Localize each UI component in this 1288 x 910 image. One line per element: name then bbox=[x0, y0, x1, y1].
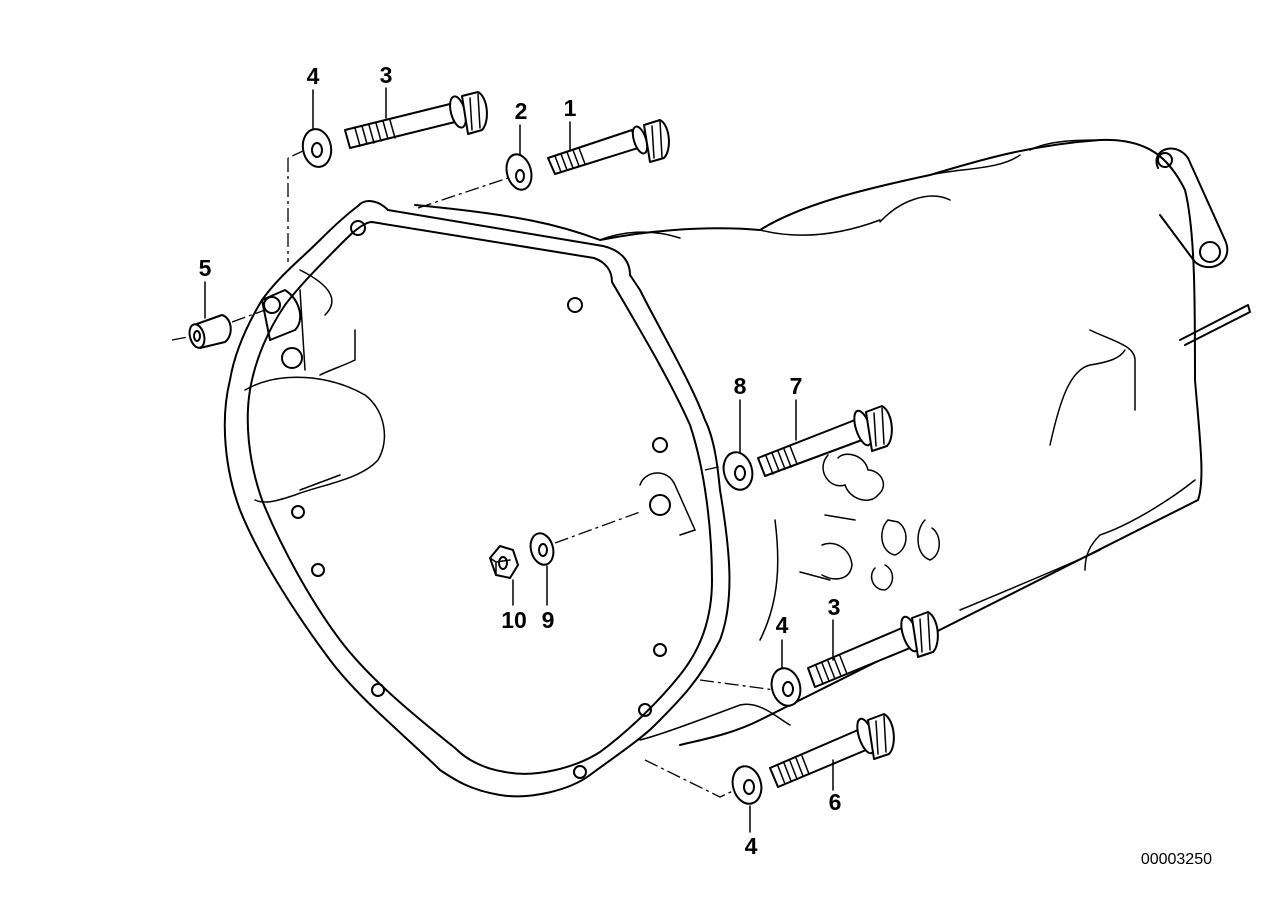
callout-numbers: 1 2 3 4 5 7 8 10 9 4 3 6 4 bbox=[199, 62, 842, 859]
callout-7: 7 bbox=[790, 373, 803, 399]
bolt-part-6 bbox=[769, 713, 895, 788]
callout-1: 1 bbox=[564, 95, 577, 121]
callout-4-top: 4 bbox=[307, 63, 320, 89]
callout-leaders bbox=[204, 87, 834, 833]
callout-2: 2 bbox=[515, 98, 528, 124]
image-code: 00003250 bbox=[1141, 851, 1212, 868]
washer-part-4-bottom bbox=[731, 765, 763, 805]
washer-part-2 bbox=[505, 153, 533, 191]
callout-5: 5 bbox=[199, 255, 212, 281]
callout-4-middle: 4 bbox=[776, 612, 789, 638]
callout-3-lower: 3 bbox=[828, 594, 841, 620]
bolt-part-3-top bbox=[344, 91, 488, 149]
bolt-part-1 bbox=[547, 119, 670, 175]
washer-part-4-middle bbox=[770, 667, 802, 707]
bolt-part-7 bbox=[757, 405, 893, 477]
washer-part-9 bbox=[529, 532, 555, 566]
callout-10: 10 bbox=[501, 607, 527, 633]
callout-4-bottom: 4 bbox=[745, 833, 758, 859]
leader-lines bbox=[171, 149, 776, 798]
washer-part-4-top bbox=[301, 128, 333, 168]
washer-part-8 bbox=[722, 451, 754, 491]
bolt-part-3-lower bbox=[807, 611, 939, 688]
callout-8: 8 bbox=[734, 373, 747, 399]
callout-3-top: 3 bbox=[380, 62, 393, 88]
nut-part-10 bbox=[489, 545, 519, 579]
callout-9: 9 bbox=[542, 607, 555, 633]
callout-6: 6 bbox=[829, 789, 842, 815]
bell-housing-flange bbox=[223, 200, 731, 798]
dowel-sleeve-part-5 bbox=[188, 314, 232, 349]
